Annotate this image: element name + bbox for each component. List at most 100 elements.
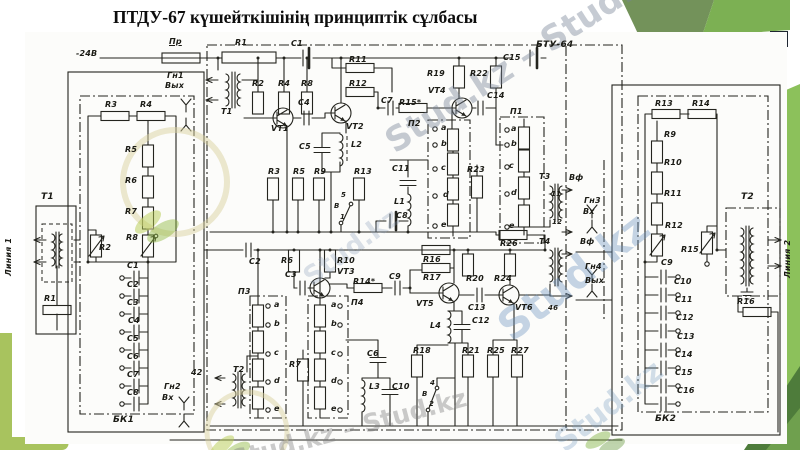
schematic-label: Вых (585, 276, 605, 285)
schematic-label: R11 (349, 55, 367, 64)
schematic-label: c (331, 348, 336, 357)
schematic-label: R23 (467, 165, 485, 174)
schematic-label: c (509, 161, 514, 170)
schematic-label: R13 (655, 99, 673, 108)
schematic-label: C3 (127, 298, 139, 307)
schematic-label: b (511, 139, 517, 148)
schematic-label: C2 (249, 257, 261, 266)
schematic-label: C2 (127, 280, 139, 289)
schematic-label: d (274, 376, 280, 385)
schematic-label: R2 (252, 79, 265, 88)
schematic-label: a (274, 300, 280, 309)
schematic-label: b (331, 319, 337, 328)
schematic-label: C11 (675, 295, 693, 304)
schematic-label: C13 (468, 303, 486, 312)
schematic-label: Вф (569, 173, 584, 182)
schematic-label: R19 (427, 69, 445, 78)
schematic-label: L4 (430, 321, 442, 330)
schematic-label: Т2 (233, 365, 245, 374)
schematic-label: C15 (503, 53, 521, 62)
schematic-label: 46 (548, 304, 559, 312)
schematic-label: R20 (466, 274, 484, 283)
schematic-label: 5 (341, 191, 347, 199)
schematic-label: C14 (487, 91, 505, 100)
schematic-label: БК1 (113, 415, 135, 425)
schematic-label: БТУ-64 (536, 40, 574, 50)
schematic-label: C6 (127, 352, 139, 361)
leaf-logo (120, 127, 230, 243)
schematic-label: C4 (128, 316, 140, 325)
schematic-label: C7 (127, 370, 139, 379)
schematic-label: L2 (351, 140, 363, 149)
top-band-right-shape (702, 0, 790, 36)
schematic-label: a (511, 124, 517, 133)
schematic-label: П1 (510, 107, 523, 116)
schematic-label: R9 (314, 167, 327, 176)
schematic-label: C10 (674, 277, 692, 286)
schematic-label: R14 (692, 99, 710, 108)
schematic-label: Вх (162, 393, 174, 402)
schematic-label: C12 (676, 313, 694, 322)
schematic-paper (25, 32, 787, 444)
schematic-label: Т3 (539, 172, 551, 181)
schematic-label: Пр (169, 37, 182, 46)
schematic-label: 11 (551, 190, 562, 198)
schematic-label: b (274, 319, 280, 328)
schematic-label: Линия 2 (783, 239, 792, 278)
schematic-label: c (274, 348, 279, 357)
schematic-label: П2 (408, 119, 421, 128)
schematic-label: Т1 (221, 107, 233, 116)
schematic-label: Т2 (741, 192, 754, 202)
schematic-label: d (331, 376, 337, 385)
schematic-label: R9 (664, 130, 677, 139)
schematic-label: e (441, 220, 447, 229)
schematic-label: Гн4 (585, 262, 602, 271)
schematic-label: C7 (381, 96, 393, 105)
schematic-label: Вф (580, 237, 595, 246)
schematic-label: C8 (127, 388, 139, 397)
leaf-icon (585, 431, 625, 450)
schematic-label: VT3 (337, 267, 355, 276)
schematic-label: R10 (664, 158, 682, 167)
schematic-label: C16 (677, 386, 695, 395)
schematic-label: R12 (665, 221, 683, 230)
schematic-label: VT4 (428, 86, 446, 95)
schematic-label: R16 (737, 297, 755, 306)
schematic-label: C10 (392, 382, 410, 391)
schematic-label: 4 (430, 379, 436, 387)
schematic-label: C13 (677, 332, 695, 341)
schematic-label: -24В (76, 49, 98, 58)
schematic-label: R3 (268, 167, 281, 176)
schematic-label: R14* (353, 277, 376, 286)
schematic-label: C3 (285, 270, 297, 279)
schematic-label: Гн1 (167, 71, 184, 80)
schematic-label: e (331, 404, 337, 413)
schematic-label: R16 (423, 255, 441, 264)
schematic-label: R13 (354, 167, 372, 176)
schematic-label: R12 (349, 79, 367, 88)
schematic-label: e (274, 404, 280, 413)
page-title: ПТДУ-67 күшейткішінің принциптік сұлбасы (113, 7, 478, 27)
schematic-label: a (441, 123, 447, 132)
schematic-label: C6 (367, 349, 379, 358)
schematic-label: C9 (661, 258, 673, 267)
schematic-label: В (334, 202, 340, 210)
schematic-label: R17 (423, 273, 441, 282)
schematic-label: R7 (125, 207, 138, 216)
schematic-label: П4 (351, 298, 364, 307)
schematic-label: R15* (399, 98, 422, 107)
schematic-label: C1 (127, 261, 139, 270)
schematic-label: R18 (413, 346, 431, 355)
schematic-label: C11 (392, 164, 410, 173)
schematic-label: R11 (664, 189, 682, 198)
schematic-label: VT6 (515, 303, 533, 312)
schematic-label: R5 (293, 167, 306, 176)
schematic-label: VT5 (416, 299, 434, 308)
schematic-label: C14 (675, 350, 693, 359)
schematic-label: Гн2 (164, 382, 181, 391)
schematic-label: R21 (462, 346, 480, 355)
schematic-label: Линия 1 (4, 237, 13, 276)
